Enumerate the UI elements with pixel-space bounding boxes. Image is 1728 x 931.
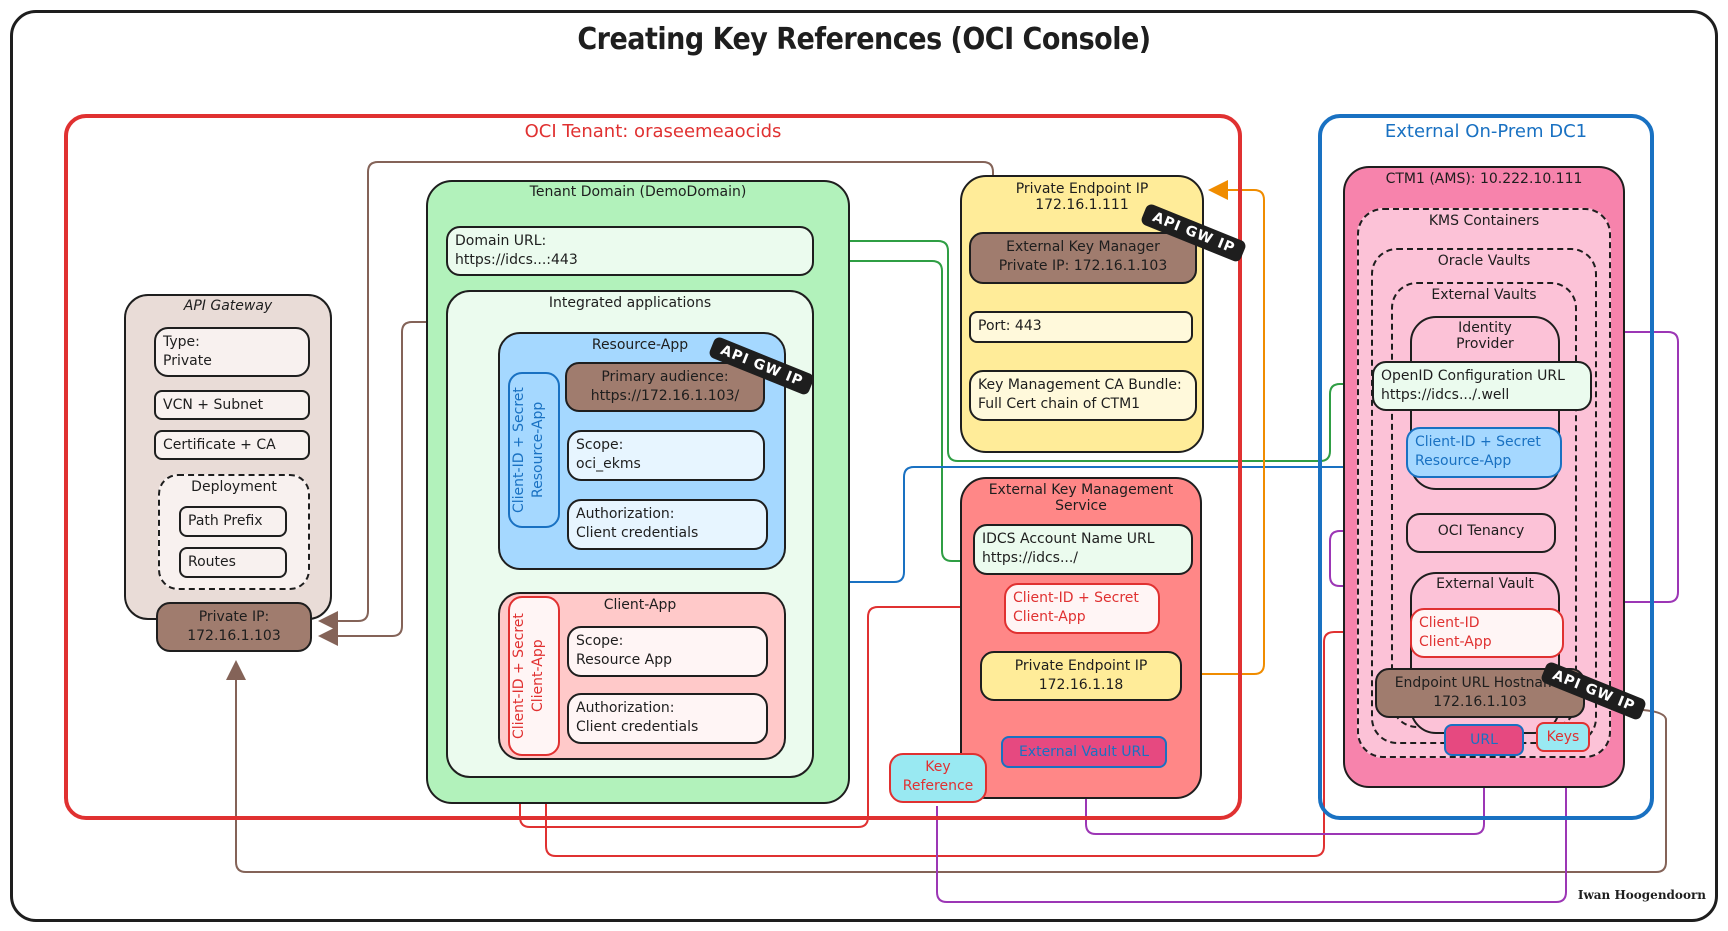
api-gateway-title: API Gateway (183, 298, 273, 314)
ekms-client-credentials[interactable]: Client-ID + Secret Client-App (1004, 583, 1160, 634)
ekms-private-endpoint[interactable]: Private Endpoint IP 172.16.1.18 (980, 651, 1182, 701)
primary-audience[interactable]: Primary audience: https://172.16.1.103/ (565, 362, 765, 412)
gateway-type[interactable]: Type: Private (154, 327, 310, 377)
client-app-title: Client-App (603, 597, 677, 613)
oci-tenant-container (64, 114, 1242, 820)
ekms-title: External Key Management Service (988, 482, 1174, 514)
url-button[interactable]: URL (1444, 724, 1524, 756)
gateway-private-ip[interactable]: Private IP: 172.16.1.103 (156, 602, 312, 652)
gateway-certificate[interactable]: Certificate + CA (154, 430, 310, 460)
client-app-scope[interactable]: Scope: Resource App (567, 626, 768, 677)
kms-containers-title: KMS Containers (1428, 213, 1540, 229)
ctm-resource-credentials[interactable]: Client-ID + Secret Resource-App (1406, 427, 1562, 478)
external-vaults-title: External Vaults (1431, 287, 1537, 303)
onprem-dc-container (1318, 114, 1654, 820)
deployment-path-prefix[interactable]: Path Prefix (179, 506, 287, 537)
onprem-dc-label: External On-Prem DC1 (1384, 121, 1588, 142)
client-app-authorization[interactable]: Authorization: Client credentials (567, 693, 768, 744)
domain-url[interactable]: Domain URL: https://idcs...:443 (446, 226, 814, 276)
oracle-vaults-title: Oracle Vaults (1437, 253, 1531, 269)
resource-app-scope[interactable]: Scope: oci_ekms (567, 430, 765, 481)
private-endpoint-title: Private Endpoint IP 172.16.1.111 (1015, 181, 1149, 213)
endpoint-port[interactable]: Port: 443 (969, 311, 1193, 343)
deployment-routes[interactable]: Routes (179, 547, 287, 578)
oci-tenancy[interactable]: OCI Tenancy (1406, 513, 1556, 553)
integrated-applications-title: Integrated applications (548, 295, 712, 311)
key-reference[interactable]: Key Reference (889, 753, 987, 803)
external-vault-url[interactable]: External Vault URL (1001, 736, 1167, 768)
ca-bundle[interactable]: Key Management CA Bundle: Full Cert chai… (969, 370, 1197, 421)
keys-button[interactable]: Keys (1536, 722, 1590, 752)
resource-app-authorization[interactable]: Authorization: Client credentials (567, 499, 768, 550)
resource-app-credentials[interactable]: Client-ID + Secret Resource-App (508, 372, 560, 528)
external-vault-title: External Vault (1436, 576, 1534, 592)
identity-provider-title: Identity Provider (1456, 320, 1514, 352)
idcs-account-url[interactable]: IDCS Account Name URL https://idcs.../ (973, 524, 1193, 575)
openid-configuration-url[interactable]: OpenID Configuration URL https://idcs...… (1372, 361, 1592, 411)
external-key-manager-ip[interactable]: External Key Manager Private IP: 172.16.… (969, 232, 1197, 284)
diagram-title: Creating Key References (OCI Console) (577, 22, 1151, 57)
tenant-domain-title: Tenant Domain (DemoDomain) (529, 184, 747, 200)
oci-tenant-label: OCI Tenant: oraseemeaocids (524, 121, 782, 142)
deployment-title: Deployment (191, 479, 277, 495)
ctm-client-id[interactable]: Client-ID Client-App (1410, 608, 1564, 658)
diagram-frame (10, 10, 1718, 922)
resource-app-title: Resource-App (591, 337, 689, 353)
ctm1-title: CTM1 (AMS): 10.222.10.111 (1385, 171, 1583, 187)
author-credit: Iwan Hoogendoorn (1577, 888, 1706, 902)
client-app-credentials[interactable]: Client-ID + Secret Client-App (508, 596, 560, 756)
gateway-vcn-subnet[interactable]: VCN + Subnet (154, 390, 310, 420)
